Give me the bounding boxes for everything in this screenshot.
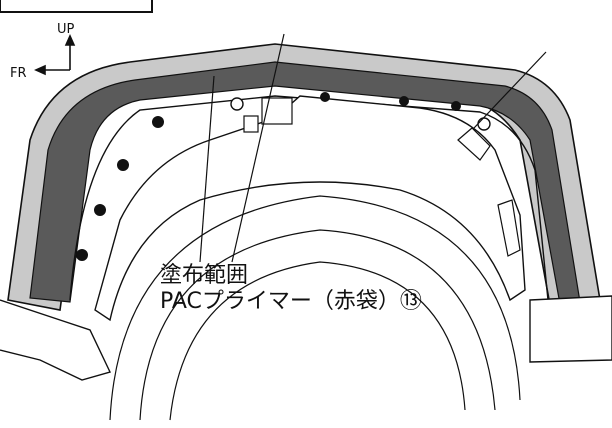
header-box-corner xyxy=(0,0,153,13)
leader-line-right xyxy=(473,51,547,129)
clip xyxy=(76,249,88,261)
bumper-right xyxy=(529,295,612,363)
leader-line-top xyxy=(231,33,285,263)
orientation-indicator xyxy=(34,34,76,76)
wheel-liner-panel xyxy=(94,95,526,322)
clip xyxy=(152,116,164,128)
up-direction-label: UP xyxy=(57,22,75,37)
bracket xyxy=(261,97,293,125)
bracket xyxy=(497,199,521,257)
clip-fasteners xyxy=(76,92,461,261)
liner-inner-edge xyxy=(69,95,549,301)
bracket xyxy=(457,127,491,161)
bracket xyxy=(243,115,259,133)
primer-application-band xyxy=(29,61,581,305)
clip xyxy=(117,159,129,171)
screw xyxy=(230,97,244,111)
screw xyxy=(477,117,491,131)
leader-line-band xyxy=(199,75,215,263)
front-direction-label: FR xyxy=(10,66,27,81)
clip xyxy=(399,96,409,106)
primer-name-label: PACプライマー（赤袋）⑬ xyxy=(160,289,422,314)
bumper-left xyxy=(0,299,111,381)
leader-lines xyxy=(199,33,547,263)
clip xyxy=(451,101,461,111)
clip xyxy=(320,92,330,102)
application-area-label: 塗布範囲 xyxy=(160,263,249,288)
tire-outline xyxy=(109,195,521,421)
up-arrow-head xyxy=(64,34,76,46)
fr-arrow-head xyxy=(34,64,46,76)
clip xyxy=(94,204,106,216)
mounting-brackets xyxy=(243,97,521,257)
